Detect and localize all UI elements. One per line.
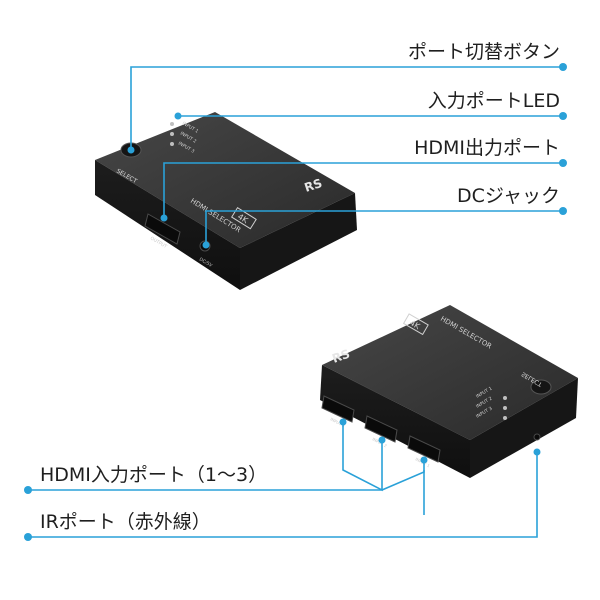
badge-4k: 4K: [231, 207, 257, 230]
hdmi-input-port-1: [407, 435, 441, 463]
callout-ir-port: IRポート（赤外線）: [40, 511, 211, 533]
leader-dots: [24, 63, 567, 541]
input-led-3: [170, 142, 174, 146]
device-right-face: [240, 193, 357, 290]
bottom-input-led-2: [503, 406, 507, 410]
bottom-input-led-1: [503, 396, 507, 400]
leader-hdmi-in-a: [342, 422, 383, 492]
leader-hdmi-output: [163, 162, 563, 218]
leader-dc-jack: [205, 210, 563, 245]
bottom-logo: RS: [330, 347, 352, 366]
leader-port-switch: [130, 66, 563, 150]
callout-dc-jack: DCジャック: [457, 185, 560, 207]
logo: RS: [303, 176, 324, 195]
leader-hdmi-in-b: [381, 460, 425, 491]
ir-port: [533, 433, 541, 441]
device-bottom-right-face: [470, 378, 578, 478]
callout-input-port-led: 入力ポートLED: [427, 90, 560, 112]
hdmi-input-port-3: [321, 395, 355, 423]
input-led-1: [170, 122, 174, 126]
callout-port-switch-button: ポート切替ボタン: [407, 41, 560, 63]
bottom-input-led-3: [503, 416, 507, 420]
callout-hdmi-output-port: HDMI出力ポート: [414, 137, 560, 159]
hdmi-output-port: [144, 213, 181, 245]
device-top-face: [95, 112, 355, 248]
input-led-2: [170, 132, 174, 136]
bottom-badge-4k: 4K: [402, 313, 429, 336]
bottom-select-button: [530, 379, 552, 395]
device-bottom: SELECT INPUT 1 INPUT 2 INPUT 3 RS HDMI S…: [320, 305, 578, 478]
leader-lines: [28, 66, 563, 538]
device-bottom-top-face: [322, 305, 578, 440]
leader-ir: [28, 452, 538, 538]
callout-hdmi-input-ports: HDMI入力ポート（1〜3）: [40, 464, 268, 486]
device-top: SELECT INPUT 1 INPUT 2 INPUT 3 RS HDMI S…: [95, 112, 357, 290]
hdmi-input-port-2: [364, 415, 398, 443]
